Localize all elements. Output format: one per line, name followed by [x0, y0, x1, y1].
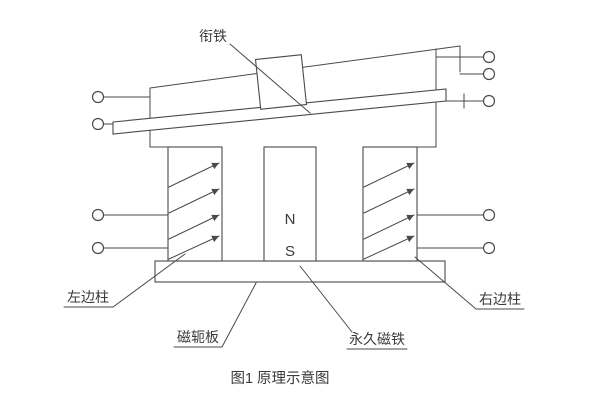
terminals [91, 50, 496, 255]
right-pillar-label: 右边柱 [479, 291, 521, 307]
right-coil-body [362, 146, 418, 262]
terminal-circle [91, 90, 105, 104]
n-pole-label: N [285, 211, 296, 228]
left-coil [167, 146, 223, 262]
armature-assembly [112, 54, 447, 135]
terminal-circle [482, 50, 496, 64]
left-pillar-leader-line [112, 253, 186, 308]
spring-blade [149, 45, 461, 89]
callouts: 衔铁 左边柱 磁轭板 永久磁铁 右边柱 [63, 28, 525, 350]
terminal-circle [482, 67, 496, 81]
armature-bar [112, 88, 447, 135]
coil-winding [363, 214, 415, 240]
coil-winding [363, 235, 415, 260]
coil-winding [363, 188, 415, 214]
terminal-circle [91, 241, 105, 255]
right-coil [362, 146, 418, 262]
terminal-circle [482, 94, 496, 108]
coil-winding [168, 235, 220, 260]
terminal-circle [91, 117, 105, 131]
yoke-plate-body [154, 260, 446, 283]
coil-winding [168, 188, 220, 214]
terminal-wires [103, 48, 484, 249]
armature-block [254, 54, 308, 110]
terminal-circle [91, 208, 105, 222]
left-coil-body [167, 146, 223, 262]
terminal-circle [482, 241, 496, 255]
permanent-magnet-body [263, 146, 317, 262]
permanent-magnet: N S [263, 146, 317, 262]
armature-leader-line [229, 43, 311, 114]
yoke-plate-leader-line [221, 282, 257, 348]
yoke-plate-label: 磁轭板 [177, 329, 219, 345]
right-pillar-leader-line [414, 256, 477, 310]
permanent-magnet-label: 永久磁铁 [349, 331, 405, 347]
left-pillar-label: 左边柱 [67, 289, 109, 305]
coil-winding [363, 162, 415, 188]
coil-winding [168, 162, 220, 188]
permanent-magnet-leader-line [299, 265, 353, 333]
figure-caption: 图1 原理示意图 [230, 369, 329, 387]
armature-label: 衔铁 [199, 28, 227, 44]
coil-winding [168, 214, 220, 240]
terminal-circle [482, 208, 496, 222]
s-pole-label: S [285, 243, 295, 260]
contact-spring [149, 45, 461, 89]
